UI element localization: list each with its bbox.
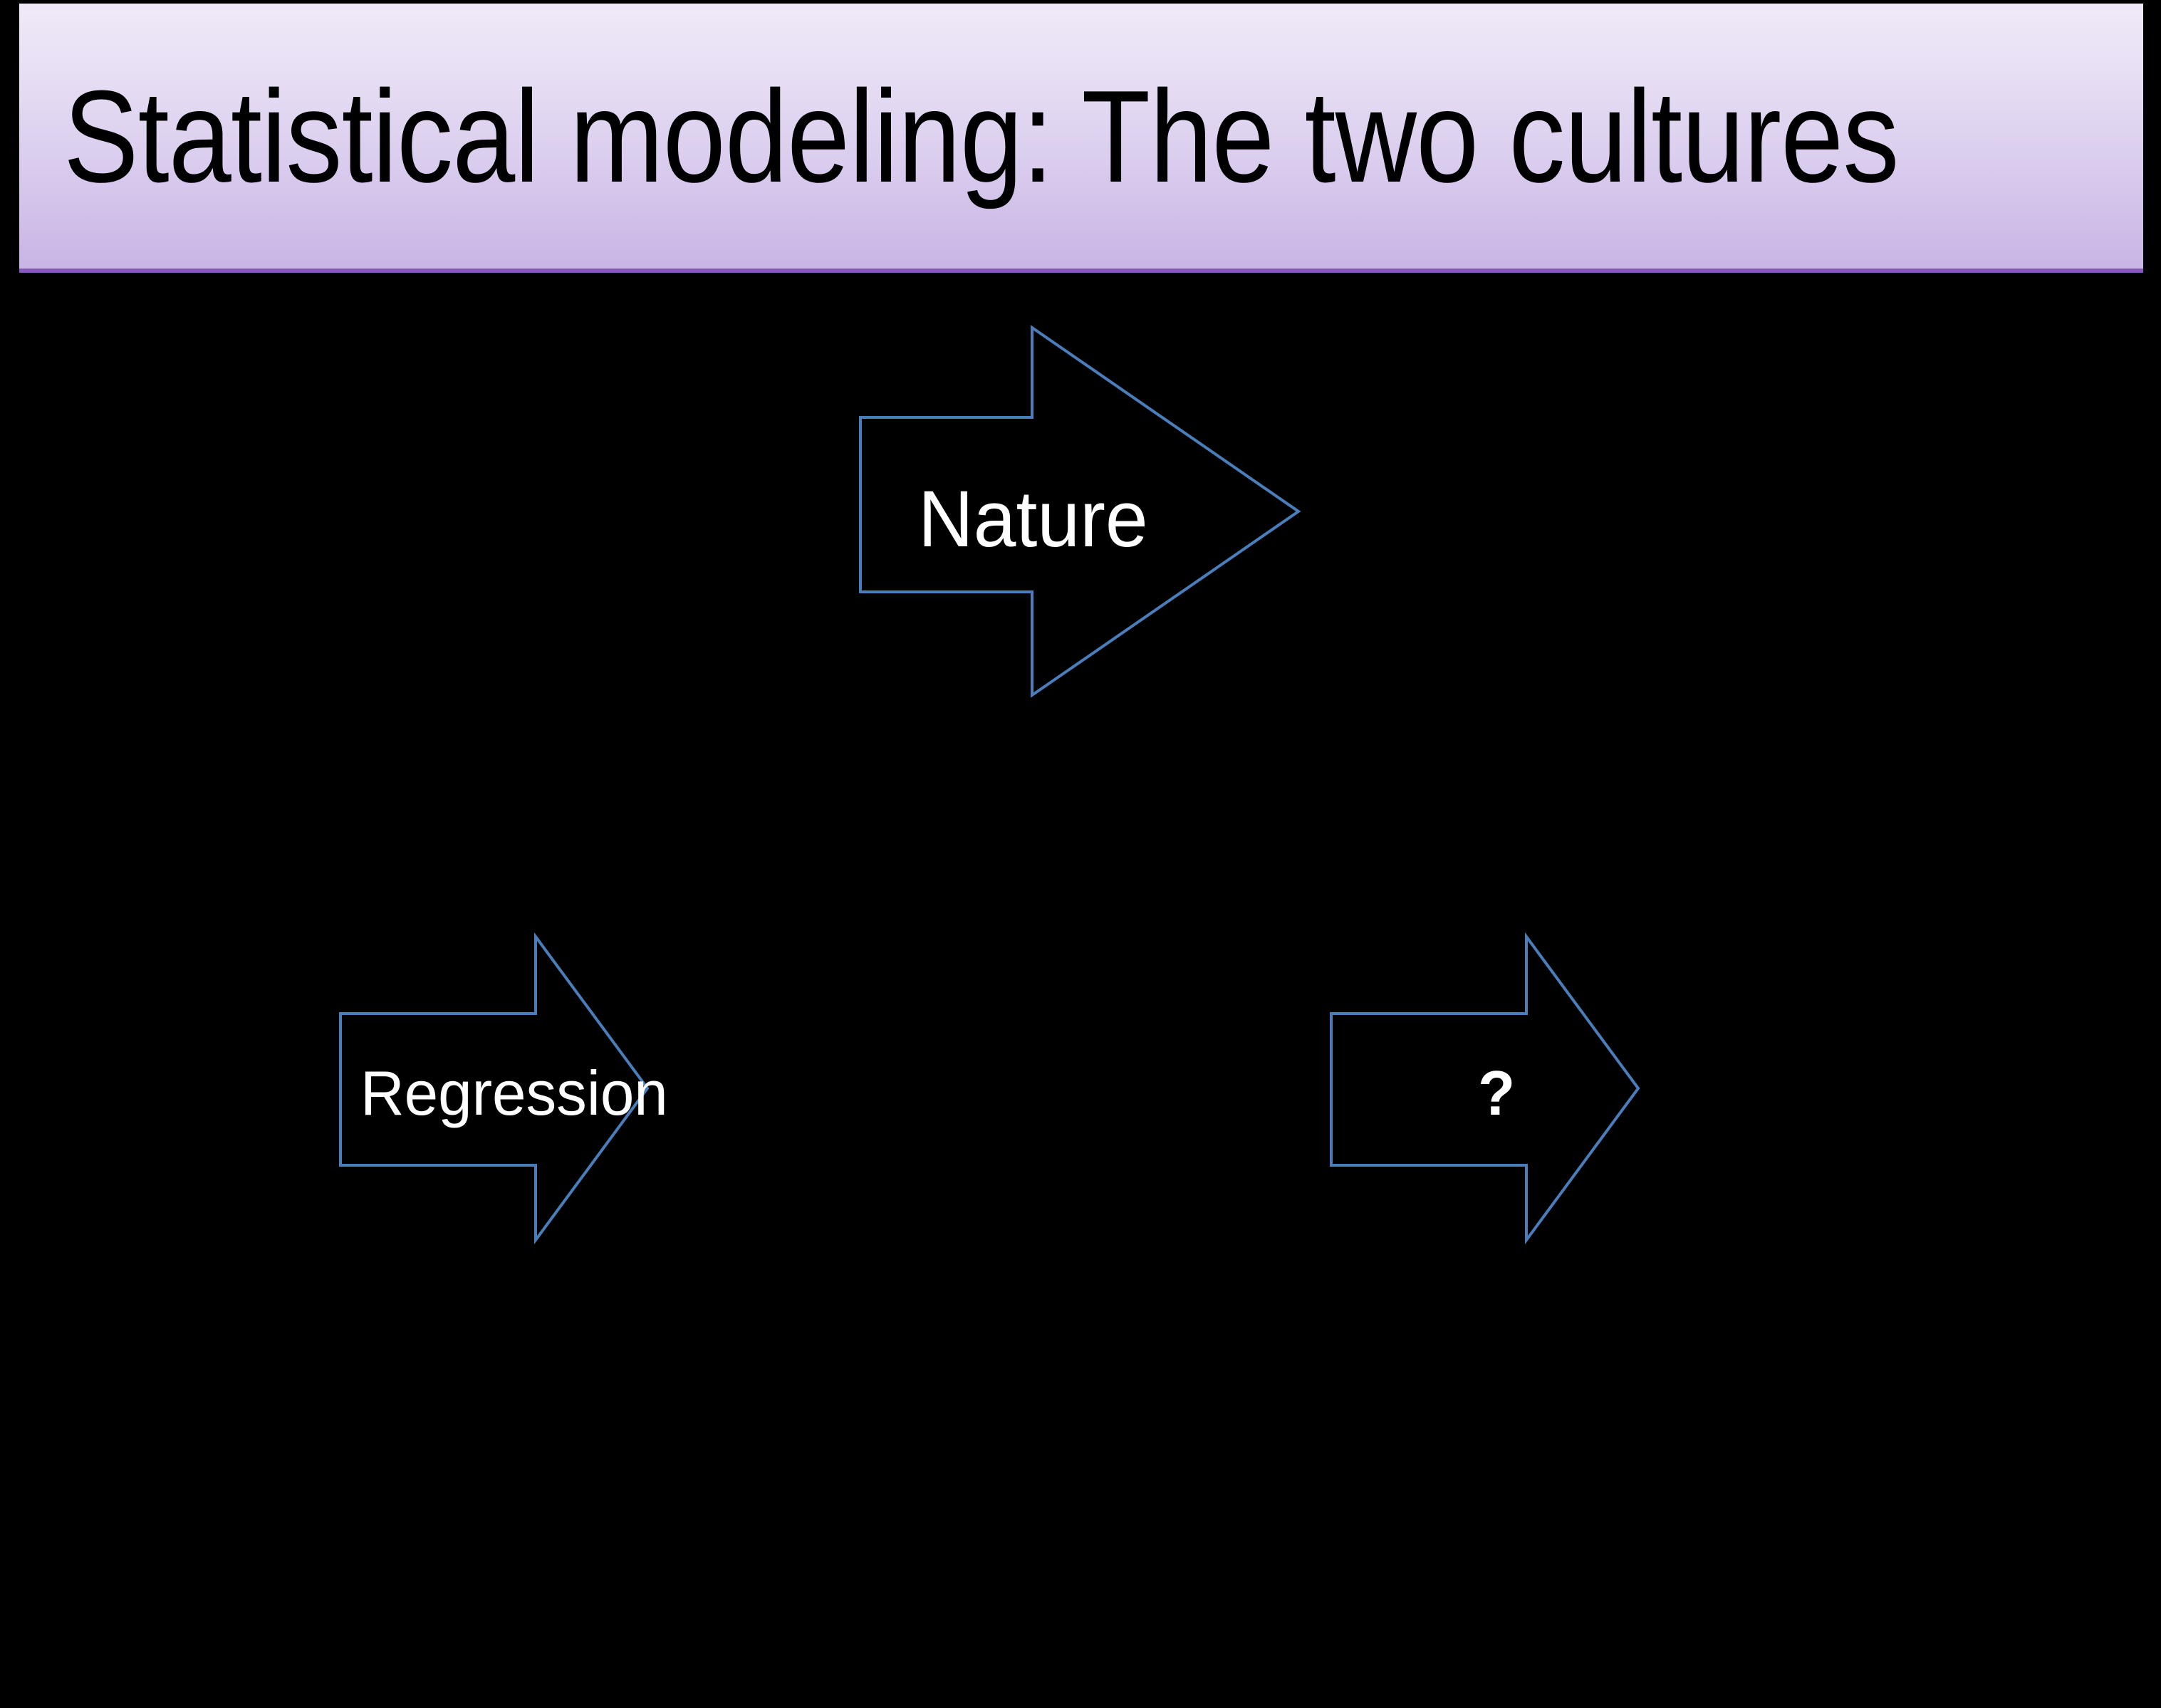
arrow-outline <box>1330 932 1640 1245</box>
arrow-outline <box>339 932 650 1245</box>
arrow-outline <box>859 325 1301 698</box>
slide-frame: Statistical modeling: The two cultures N… <box>19 4 2143 1702</box>
page-title: Statistical modeling: The two cultures <box>63 63 1899 209</box>
arrow-shape-regression[interactable]: Regression <box>339 932 668 1245</box>
right-arrow-icon <box>1330 932 1640 1245</box>
arrow-label-question: ? <box>1478 1058 1516 1128</box>
arrow-label-nature: Nature <box>918 474 1148 563</box>
right-arrow-icon <box>339 932 650 1245</box>
arrow-shape-question[interactable]: ? <box>1330 932 1640 1245</box>
arrow-label-regression: Regression <box>360 1058 668 1128</box>
slide-title-bar: Statistical modeling: The two cultures <box>19 4 2143 273</box>
slide-content-canvas: Nature Regression ? <box>19 273 2143 1702</box>
right-arrow-icon <box>859 325 1301 698</box>
arrow-shape-nature[interactable]: Nature <box>859 325 1301 698</box>
